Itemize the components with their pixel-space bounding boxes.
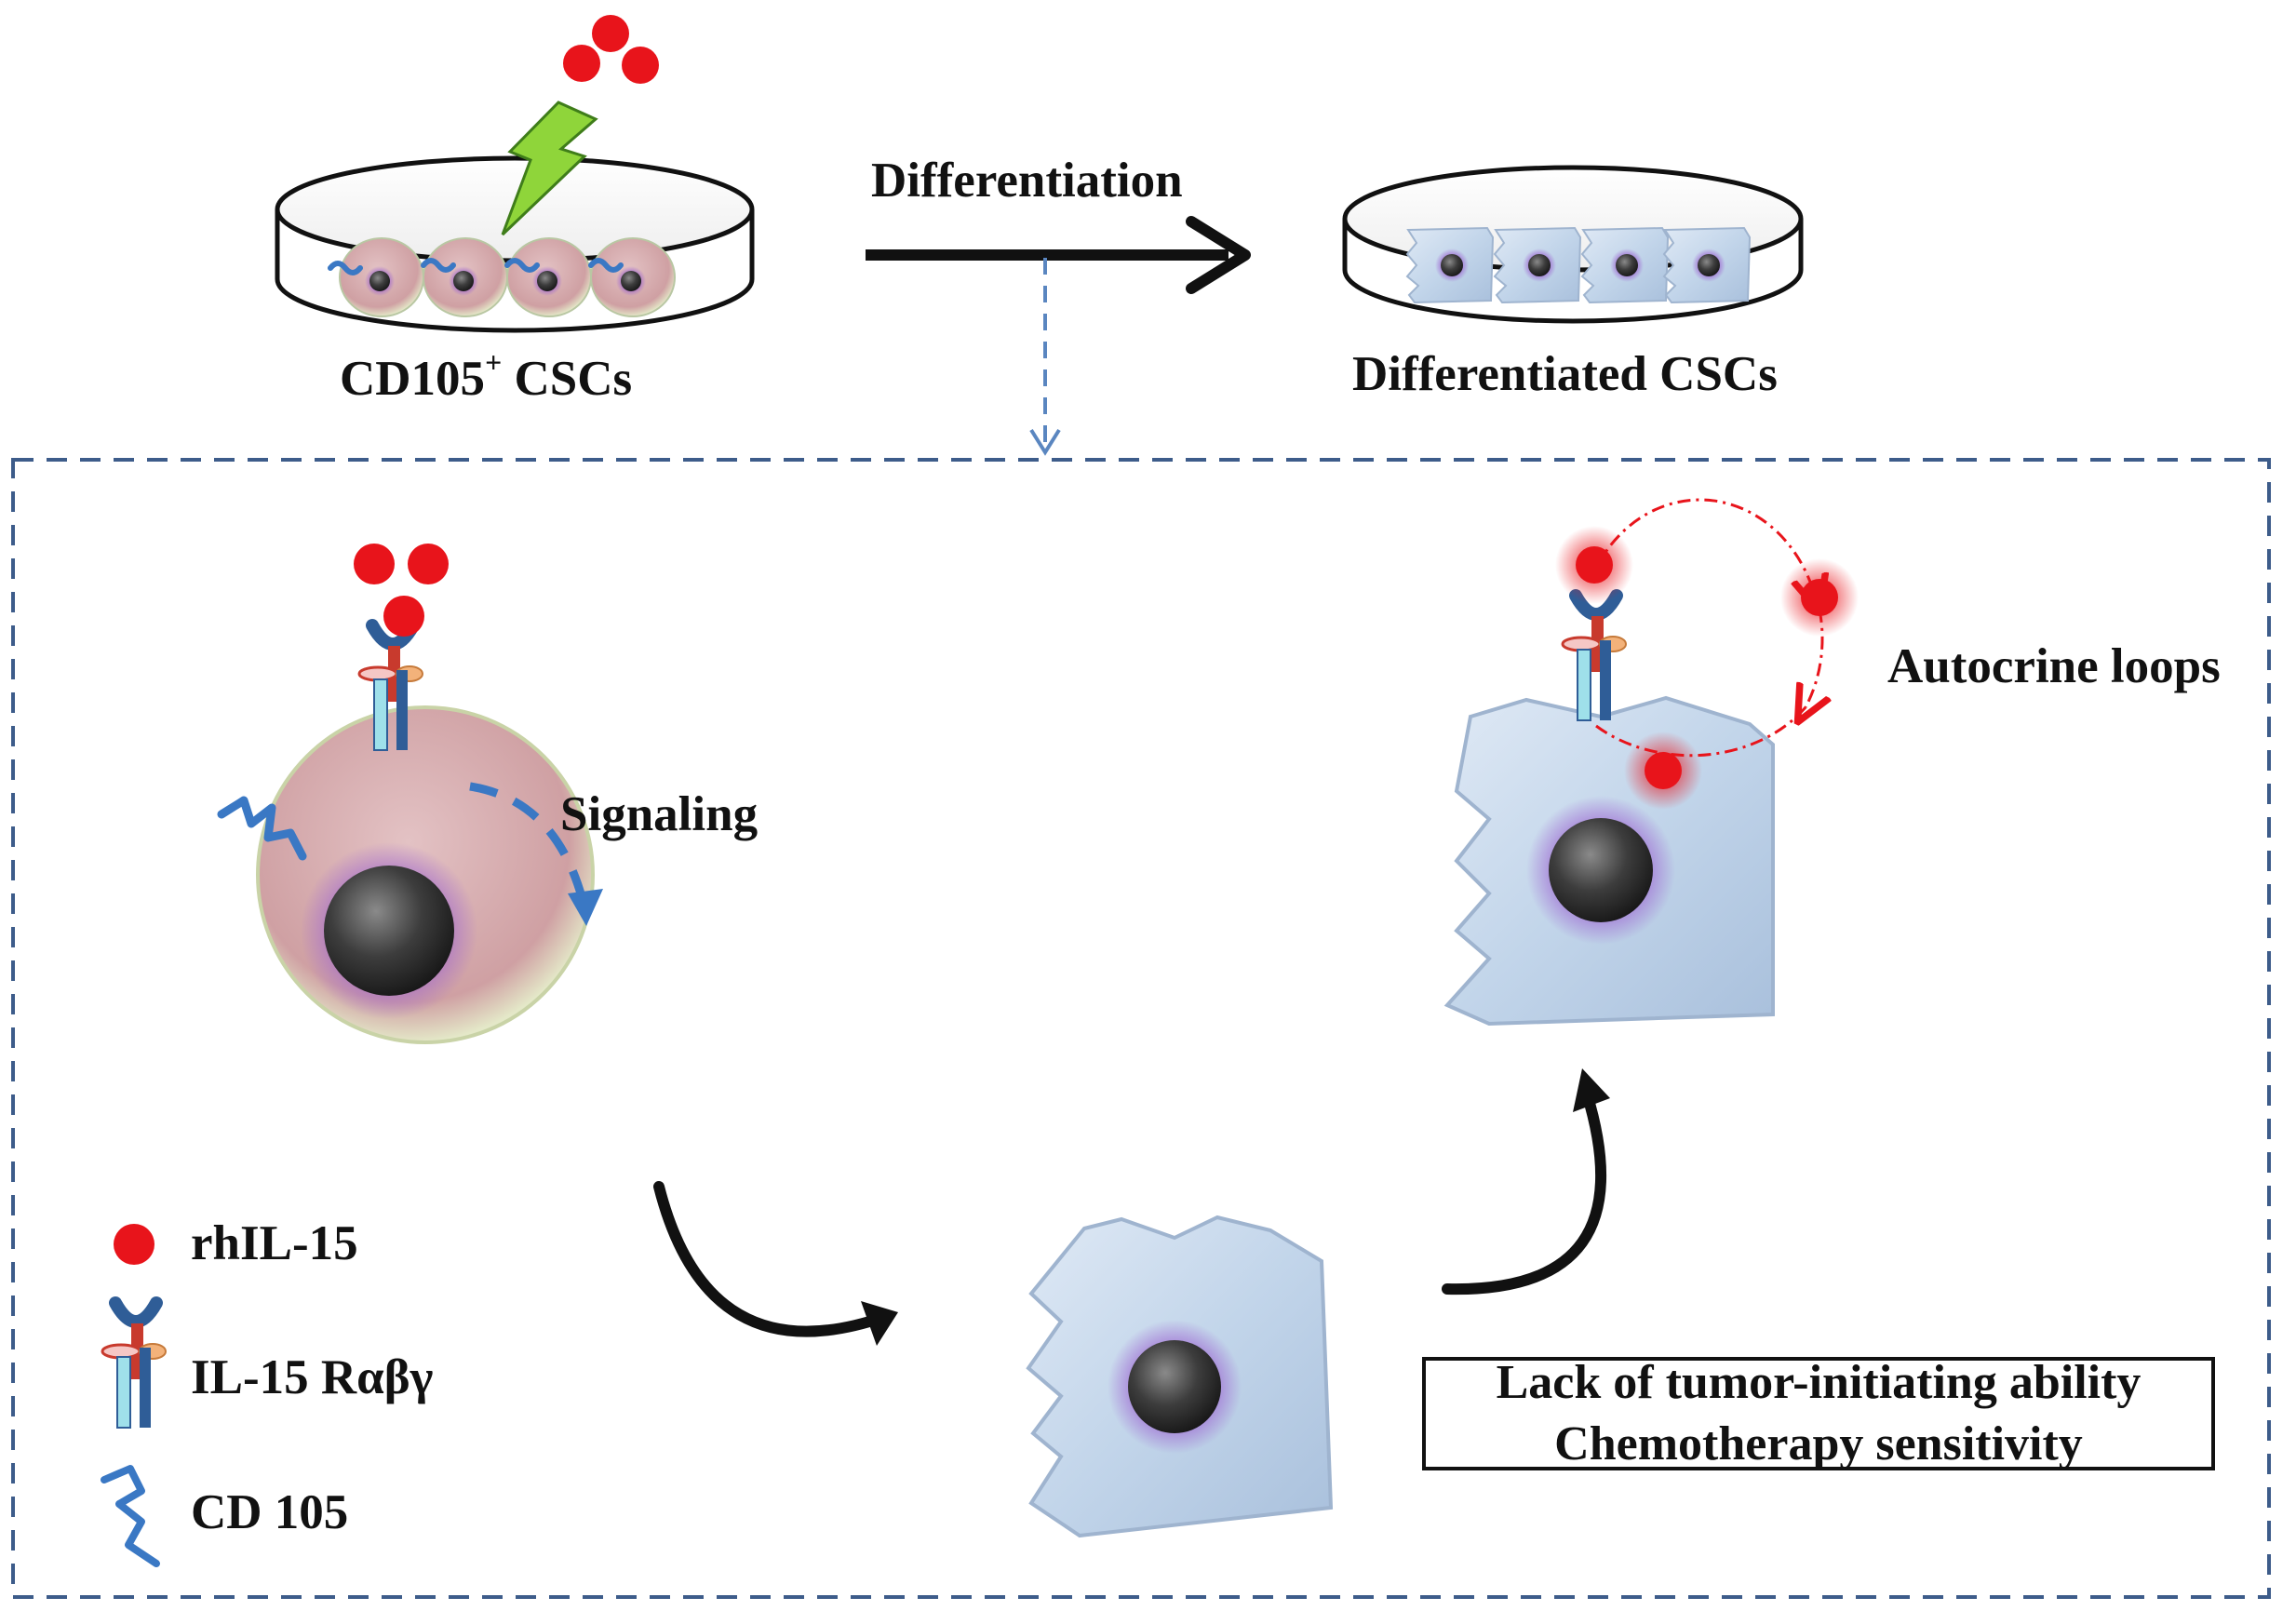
differentiated-cell-autocrine (1443, 695, 1775, 1027)
diff-cell-4 (1663, 227, 1751, 303)
red-circle-icon (114, 1224, 154, 1265)
detail-panel-border (11, 458, 2271, 1599)
curved-arrow-up (1442, 1068, 1610, 1296)
petri-dish-left (275, 155, 755, 333)
receptor-autocrine-icon (1563, 596, 1626, 720)
diff-cell-1 (1406, 227, 1494, 303)
cd105-markers (328, 258, 624, 275)
cd105-cell-1 (339, 237, 424, 317)
cd105-on-cell-icon (217, 796, 307, 861)
lightning-bolt-icon (501, 101, 598, 236)
petri-dish-right (1342, 165, 1804, 324)
nucleus-icon (324, 866, 454, 996)
diff-cell-3 (1581, 227, 1669, 303)
differentiated-cscs-label: Differentiated CSCs (1352, 347, 1778, 401)
diff-cell-2 (1494, 227, 1581, 303)
cd105-cell-2 (423, 237, 508, 317)
cd105-squiggle-icon (101, 1465, 160, 1567)
cd105-cscs-label: CD105+ CSCs (340, 346, 633, 406)
outcome-box: Lack of tumor-initiating ability Chemoth… (1422, 1356, 2215, 1470)
autocrine-loops-label: Autocrine loops (1887, 639, 2221, 693)
dashed-down-arrow (1029, 258, 1061, 456)
rhil15-dots-top (563, 15, 659, 84)
curved-arrow-down-right (653, 1181, 898, 1346)
rhil15-dots-autocrine (1555, 526, 1859, 810)
cd105-cell-4 (590, 237, 676, 317)
outcome-line-2: Chemotherapy sensitivity (1554, 1417, 2083, 1470)
signaling-label: Signaling (560, 787, 759, 841)
legend-label-receptor: IL-15 Rαβγ (191, 1350, 434, 1404)
legend-label-rhil15: rhIL-15 (191, 1216, 358, 1270)
rhil15-dots-signaling (354, 544, 449, 637)
legend-label-cd105: CD 105 (191, 1485, 349, 1539)
receptor-icon (102, 1303, 166, 1428)
cd105-cell-large (256, 705, 595, 1044)
differentiation-label: Differentiation (871, 154, 1183, 208)
differentiated-cell-middle (1026, 1215, 1334, 1538)
cd105-cell-3 (506, 237, 592, 317)
signaling-arrow (469, 782, 603, 926)
outcome-line-1: Lack of tumor-initiating ability (1496, 1356, 2142, 1409)
differentiation-arrow (866, 216, 1251, 294)
